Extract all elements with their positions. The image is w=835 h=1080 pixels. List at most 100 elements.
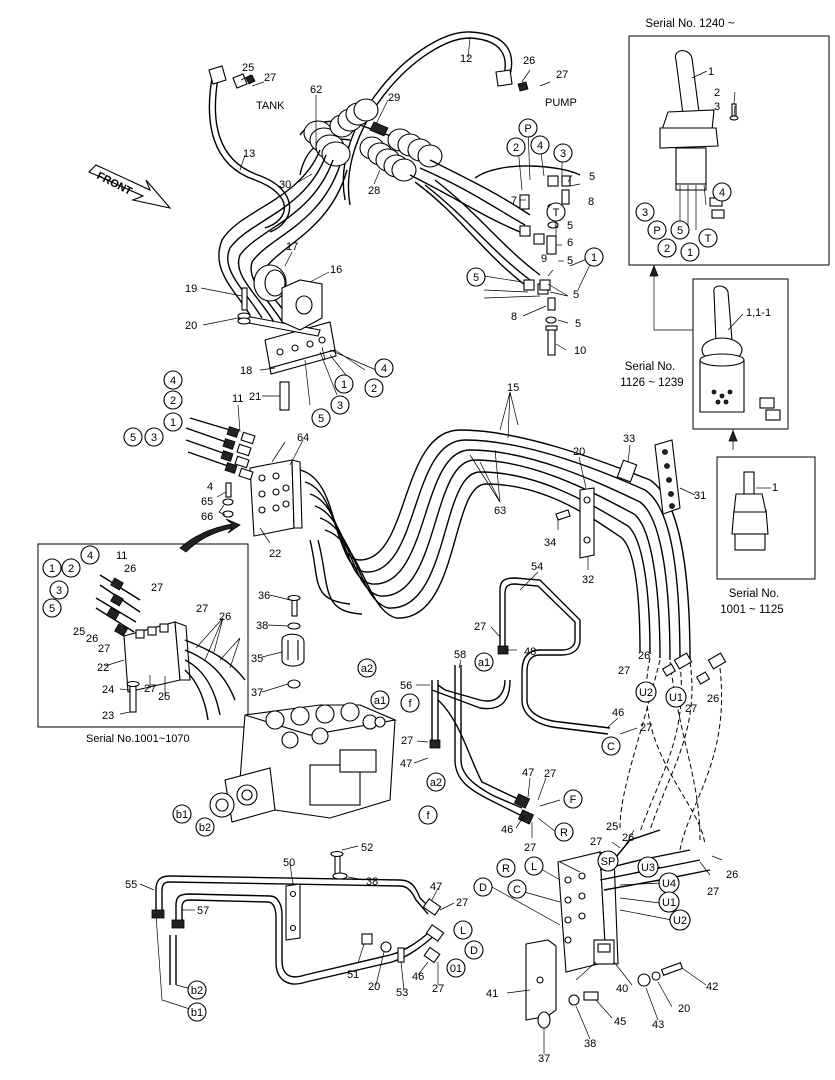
- bottom-pipes-55-57: [151, 850, 445, 985]
- part-20-br: 20: [678, 1003, 690, 1015]
- caption-serial-1126-line1: Serial No.: [625, 361, 676, 373]
- circ-2-inset: 2: [68, 563, 74, 575]
- circ-D-valve: D: [479, 882, 487, 894]
- part-1-1001: 1: [772, 482, 778, 494]
- part-4-main: 4: [207, 481, 213, 493]
- circ-P-top: P: [524, 123, 531, 135]
- part-37-br: 37: [538, 1053, 550, 1065]
- circ-4-top: 4: [537, 140, 543, 152]
- inset-caption: Serial No.1001~1070: [86, 733, 190, 745]
- caption-serial-1126-line2: 1126 ~ 1239: [620, 377, 683, 389]
- part-23: 23: [102, 710, 114, 722]
- part-46-b: 46: [501, 824, 513, 836]
- circled-labels: P 2 4 3 T 1 5 4 1 2 3 5 4 2 1 3 5 4 1 2 …: [42, 118, 732, 1022]
- part-55: 55: [125, 879, 137, 891]
- part-27-h: 27: [456, 897, 468, 909]
- part-27-tank: 27: [264, 72, 276, 84]
- part-26-inset-b: 26: [219, 611, 231, 623]
- pipe-54: [497, 577, 611, 735]
- part-5-d: 5: [573, 289, 579, 301]
- part-27-d: 27: [618, 665, 630, 677]
- part-27-br-a: 27: [590, 836, 602, 848]
- part-56: 56: [400, 680, 412, 692]
- circ-1-left: 1: [170, 417, 176, 429]
- circ-3-joy: 3: [642, 207, 648, 219]
- part-8-bottom: 8: [511, 311, 517, 323]
- circ-3-left: 3: [151, 432, 157, 444]
- circ-C-valve: C: [513, 884, 521, 896]
- part-7: 7: [511, 195, 517, 207]
- circ-5-top: 5: [473, 272, 479, 284]
- part-35: 35: [251, 653, 263, 665]
- part-26-inset-a: 26: [124, 563, 136, 575]
- circ-5-left: 5: [130, 432, 136, 444]
- part-46-c: 46: [412, 971, 424, 983]
- inset-pointer-arrow: [179, 518, 241, 553]
- part-27-br-b: 27: [707, 886, 719, 898]
- circ-f-valve: f: [408, 698, 412, 710]
- part-21: 21: [249, 391, 261, 403]
- part-26-br-a: 26: [622, 832, 634, 844]
- part-number-labels: 25 27 TANK 12 26 27 PUMP 62 29 13 30 28 …: [73, 53, 778, 1065]
- part-20-bottom: 20: [368, 981, 380, 993]
- part-24: 24: [102, 684, 114, 696]
- part-6: 6: [567, 237, 573, 249]
- part-47-a: 47: [400, 758, 412, 770]
- caption-serial-1001-line2: 1001 ~ 1125: [720, 604, 783, 616]
- part-38-clamp: 38: [256, 620, 268, 632]
- circ-b2-valve: b2: [199, 822, 211, 834]
- part-1-1126: 1,1-1: [746, 307, 771, 319]
- part-47-c: 47: [430, 881, 442, 893]
- part-41: 41: [486, 988, 498, 1000]
- bracket-32-area: [555, 439, 681, 559]
- part-57: 57: [197, 905, 209, 917]
- part-20-top: 20: [185, 320, 197, 332]
- circ-5-joy: 5: [677, 225, 683, 237]
- circ-T-joy: T: [705, 233, 712, 245]
- circ-4-left: 4: [170, 375, 176, 387]
- part-16: 16: [330, 264, 342, 276]
- part-22-main: 22: [269, 548, 281, 560]
- circ-U1-right: U1: [669, 692, 683, 704]
- part-18: 18: [240, 365, 252, 377]
- manifold-block-18: [237, 287, 337, 411]
- part-27-inset-d: 27: [144, 683, 156, 695]
- circ-a1-pipe: a1: [478, 657, 490, 669]
- circ-SP-valve: SP: [601, 856, 616, 868]
- circ-T-top: T: [553, 207, 560, 219]
- part-36: 36: [258, 590, 270, 602]
- circ-f-pipe: f: [426, 810, 430, 822]
- part-27-inset-c: 27: [98, 643, 110, 655]
- circ-b1-valve: b1: [176, 809, 188, 821]
- circ-3-block: 3: [337, 400, 343, 412]
- part-45: 45: [614, 1016, 626, 1028]
- circ-U3-valve: U3: [641, 862, 655, 874]
- part-26-inset-c: 26: [86, 633, 98, 645]
- top-hoses: [208, 31, 581, 333]
- clamp-35: [281, 594, 305, 689]
- circ-b1-pipe: b1: [191, 1007, 203, 1019]
- part-38-bottom: 38: [366, 876, 378, 888]
- part-3-1240: 3: [714, 101, 720, 113]
- part-5-c: 5: [567, 255, 573, 267]
- circ-4-joy: 4: [719, 187, 725, 199]
- part-25-inset-b: 25: [158, 691, 170, 703]
- part-50: 50: [283, 857, 295, 869]
- part-27-g: 27: [524, 842, 536, 854]
- valve-block-22: [185, 417, 303, 537]
- joystick-1240: [659, 50, 739, 230]
- part-26-pump: 26: [523, 55, 535, 67]
- circ-U2-valve: U2: [673, 915, 687, 927]
- part-40: 40: [616, 983, 628, 995]
- part-27-f: 27: [544, 768, 556, 780]
- inset-valve-block: [95, 574, 246, 721]
- circ-1-top: 1: [591, 252, 597, 264]
- circ-1-joy: 1: [687, 247, 693, 259]
- joystick-1001: [731, 471, 769, 551]
- front-arrow: FRONT: [88, 164, 172, 209]
- part-25-tank: 25: [242, 62, 254, 74]
- circ-2-block: 2: [371, 383, 377, 395]
- part-33: 33: [623, 433, 635, 445]
- part-26-a: 26: [638, 650, 650, 662]
- part-8-top: 8: [588, 196, 594, 208]
